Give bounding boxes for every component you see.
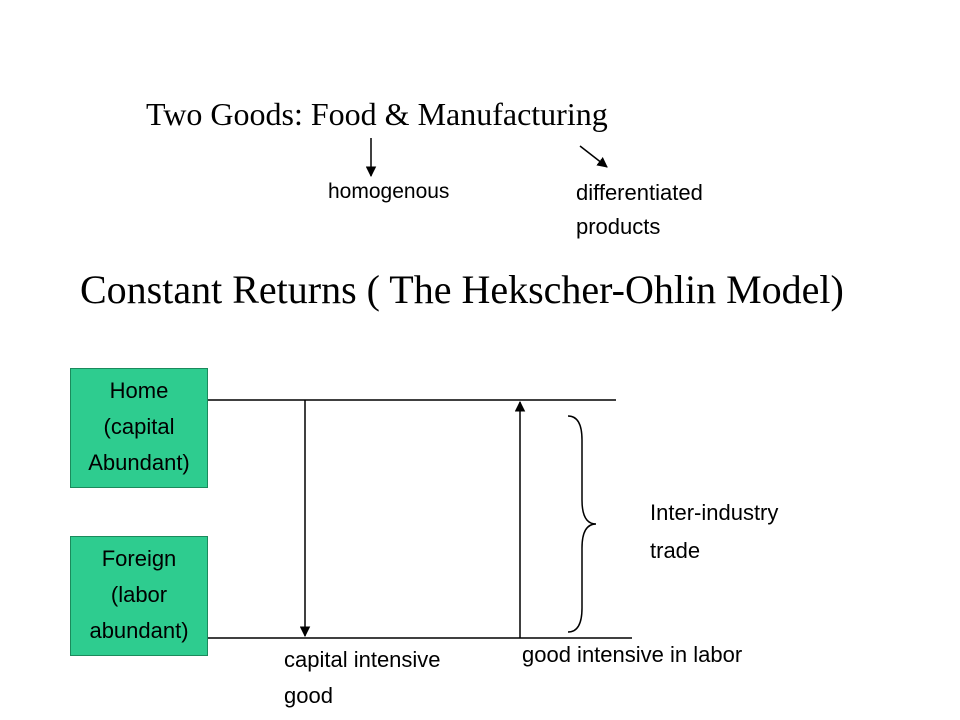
inter-industry-trade-label: Inter-industry trade <box>650 500 779 563</box>
goods-heading: Two Goods: Food & Manufacturing <box>146 96 608 132</box>
trade-brace <box>567 415 597 633</box>
capital-intensive-good-label: capital intensive good <box>284 647 441 708</box>
manufacturing-type-label: differentiated products <box>576 180 703 239</box>
food-type-label: homogenous <box>328 180 450 203</box>
manufacturing-arrow <box>579 145 608 168</box>
model-title: Constant Returns ( The Hekscher-Ohlin Mo… <box>80 267 844 312</box>
foreign-country-box: Foreign (labor abundant) <box>70 536 208 656</box>
labor-intensive-good-label: good intensive in labor <box>522 642 743 667</box>
home-country-box: Home (capital Abundant) <box>70 368 208 488</box>
